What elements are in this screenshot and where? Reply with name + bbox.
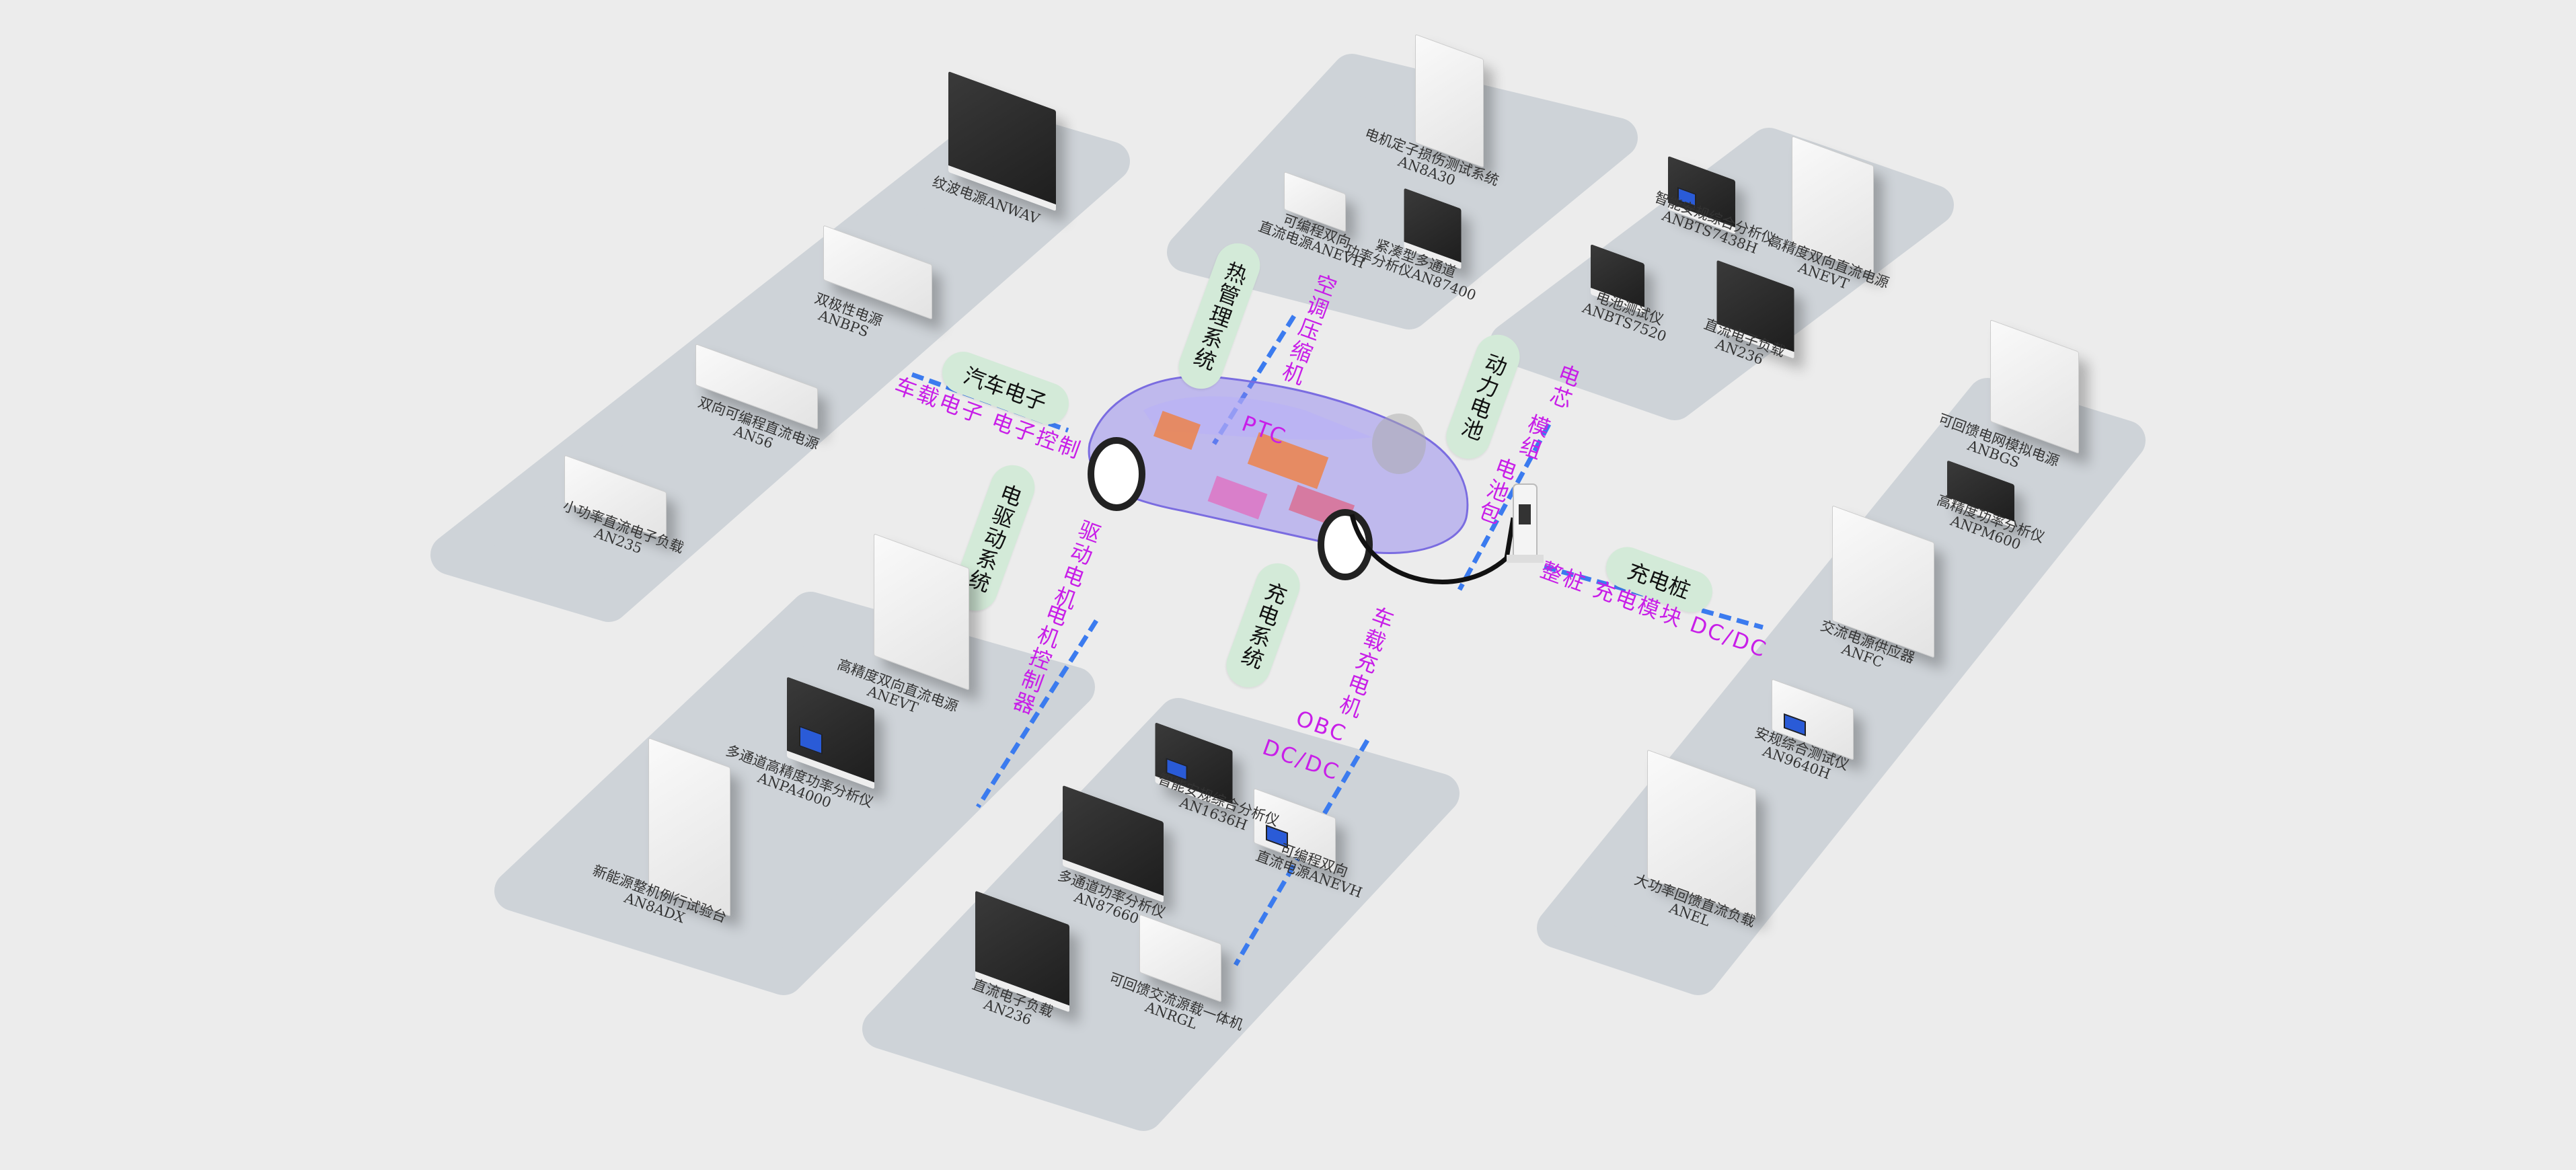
panel-thermal	[1167, 54, 1638, 329]
car-illustration	[1088, 375, 1516, 584]
connector-line-thermal	[1212, 315, 1296, 445]
charging-station-icon	[1507, 483, 1544, 563]
connector-line-drive	[976, 619, 1098, 808]
connector-line-battery	[1457, 423, 1552, 591]
